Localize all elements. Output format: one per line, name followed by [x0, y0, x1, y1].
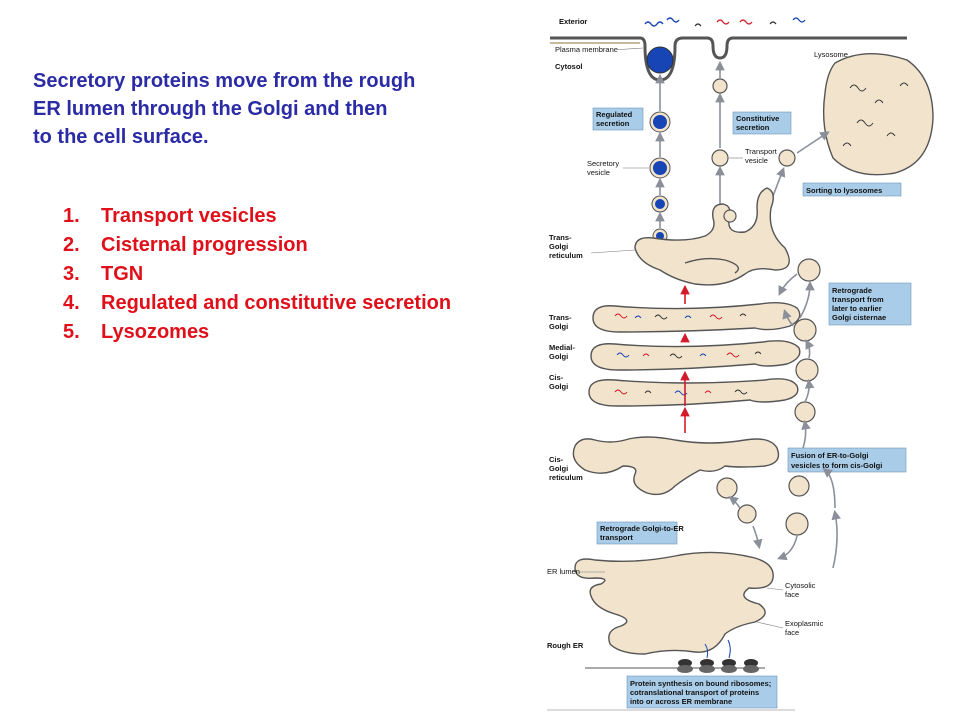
svg-text:Cytosolic: Cytosolic — [785, 581, 816, 590]
svg-text:into or across ER membrane: into or across ER membrane — [630, 697, 732, 706]
svg-text:Golgi: Golgi — [549, 464, 568, 473]
lysosome — [822, 52, 934, 176]
svg-text:Cis-: Cis- — [549, 373, 564, 382]
svg-text:transport from: transport from — [832, 295, 884, 304]
svg-text:Exoplasmic: Exoplasmic — [785, 619, 824, 628]
svg-text:Golgi: Golgi — [549, 322, 568, 331]
svg-text:vesicle: vesicle — [587, 168, 610, 177]
plasma-membrane-label: Plasma membrane — [555, 45, 618, 54]
er-golgi-transport-vesicles — [716, 467, 841, 569]
trans-golgi-label: Trans- Golgi — [549, 313, 572, 331]
exterior-label: Exterior — [559, 17, 587, 26]
list-item: 2.Cisternal progression — [63, 234, 308, 256]
svg-text:Trans-: Trans- — [549, 233, 572, 242]
list-item: 4.Regulated and constitutive secretion — [63, 292, 452, 314]
svg-text:secretion: secretion — [736, 123, 770, 132]
svg-text:cotranslational transport of p: cotranslational transport of proteins — [630, 688, 759, 697]
er-lumen-label: ER lumen — [547, 567, 580, 576]
exoplasmic-face-label: Exoplasmic face — [785, 619, 824, 637]
svg-text:Regulated: Regulated — [596, 110, 633, 119]
svg-text:Sorting to lysosomes: Sorting to lysosomes — [806, 186, 882, 195]
svg-text:Cis-: Cis- — [549, 455, 564, 464]
svg-text:vesicles to form cis-Golgi: vesicles to form cis-Golgi — [791, 461, 882, 470]
retrograde-later-earlier-box: Retrograde transport from later to earli… — [828, 282, 912, 326]
svg-text:Golgi cisternae: Golgi cisternae — [832, 313, 886, 322]
extracellular-proteins — [644, 17, 806, 27]
medial-golgi-label: Medial- Golgi — [549, 343, 575, 361]
cis-golgi-reticulum-label: Cis- Golgi reticulum — [549, 455, 583, 482]
svg-text:Constitutive: Constitutive — [736, 114, 779, 123]
trans-golgi-reticulum-label: Trans- Golgi reticulum — [549, 233, 583, 260]
arrow-to-lysosome-vesicle — [772, 167, 786, 197]
trans-golgi-reticulum — [634, 187, 790, 286]
svg-text:face: face — [785, 628, 799, 637]
svg-text:Retrograde Golgi-to-ER: Retrograde Golgi-to-ER — [600, 524, 684, 533]
list-item: 3.TGN — [63, 263, 144, 285]
regulated-secretory-vesicles — [646, 46, 674, 244]
plasma-membrane — [550, 36, 907, 82]
secretory-vesicle-label: Secretory — [587, 159, 619, 168]
slide-title: Secretory proteins move from the rough E… — [33, 70, 416, 148]
svg-text:secretion: secretion — [596, 119, 630, 128]
svg-text:reticulum: reticulum — [549, 473, 583, 482]
retrograde-golgi-er-box: Retrograde Golgi-to-ER transport — [596, 521, 684, 545]
svg-text:Golgi: Golgi — [549, 352, 568, 361]
lysosome-contents — [842, 82, 909, 147]
bound-ribosomes — [585, 639, 765, 673]
golgi-stack — [588, 301, 801, 407]
svg-text:Fusion of ER-to-Golgi: Fusion of ER-to-Golgi — [791, 451, 868, 460]
rough-er-label: Rough ER — [547, 641, 584, 650]
cis-golgi-reticulum — [572, 436, 780, 496]
protein-synthesis-box: Protein synthesis on bound ribosomes; co… — [626, 675, 778, 709]
regulated-secretion-box: Regulated secretion — [592, 107, 644, 131]
sorting-to-lysosomes-box: Sorting to lysosomes — [802, 182, 902, 197]
constitutive-vesicles — [711, 60, 729, 208]
retrograde-golgi-vesicles — [778, 258, 821, 472]
svg-text:transport: transport — [600, 533, 633, 542]
svg-text:Protein synthesis on bound rib: Protein synthesis on bound ribosomes; — [630, 679, 771, 688]
cis-golgi-cisterna — [588, 378, 799, 407]
list-item: 5.Lysozomes — [63, 321, 210, 343]
svg-text:later to earlier: later to earlier — [832, 304, 882, 313]
cis-golgi-label: Cis- Golgi — [549, 373, 568, 391]
lysosome-label: Lysosome — [814, 50, 848, 59]
trans-golgi-cisterna — [592, 301, 801, 333]
topic-list: 1.Transport vesicles 2.Cisternal progres… — [63, 202, 451, 347]
svg-text:Golgi: Golgi — [549, 382, 568, 391]
list-item: 1.Transport vesicles — [63, 205, 277, 227]
svg-text:face: face — [785, 590, 799, 599]
constitutive-secretion-box: Constitutive secretion — [732, 111, 792, 135]
golgi-protein-markers — [614, 313, 762, 396]
svg-text:Retrograde: Retrograde — [832, 286, 872, 295]
golgi-secretory-pathway-diagram: Exterior Plasma membrane Cytosol Lysosom… — [535, 8, 960, 713]
cytosolic-face-label: Cytosolic face — [785, 581, 816, 599]
svg-text:Medial-: Medial- — [549, 343, 575, 352]
lysosome-transport-vesicle — [778, 149, 796, 167]
cytosol-label: Cytosol — [555, 62, 583, 71]
svg-text:Trans-: Trans- — [549, 313, 572, 322]
fusion-er-golgi-box: Fusion of ER-to-Golgi vesicles to form c… — [787, 447, 907, 473]
svg-text:reticulum: reticulum — [549, 251, 583, 260]
arrow-to-lysosome — [796, 131, 830, 154]
svg-text:Golgi: Golgi — [549, 242, 568, 251]
transport-vesicle-label: Transport — [745, 147, 778, 156]
rough-er — [574, 551, 774, 655]
svg-text:vesicle: vesicle — [745, 156, 768, 165]
medial-golgi-cisterna — [590, 340, 801, 371]
